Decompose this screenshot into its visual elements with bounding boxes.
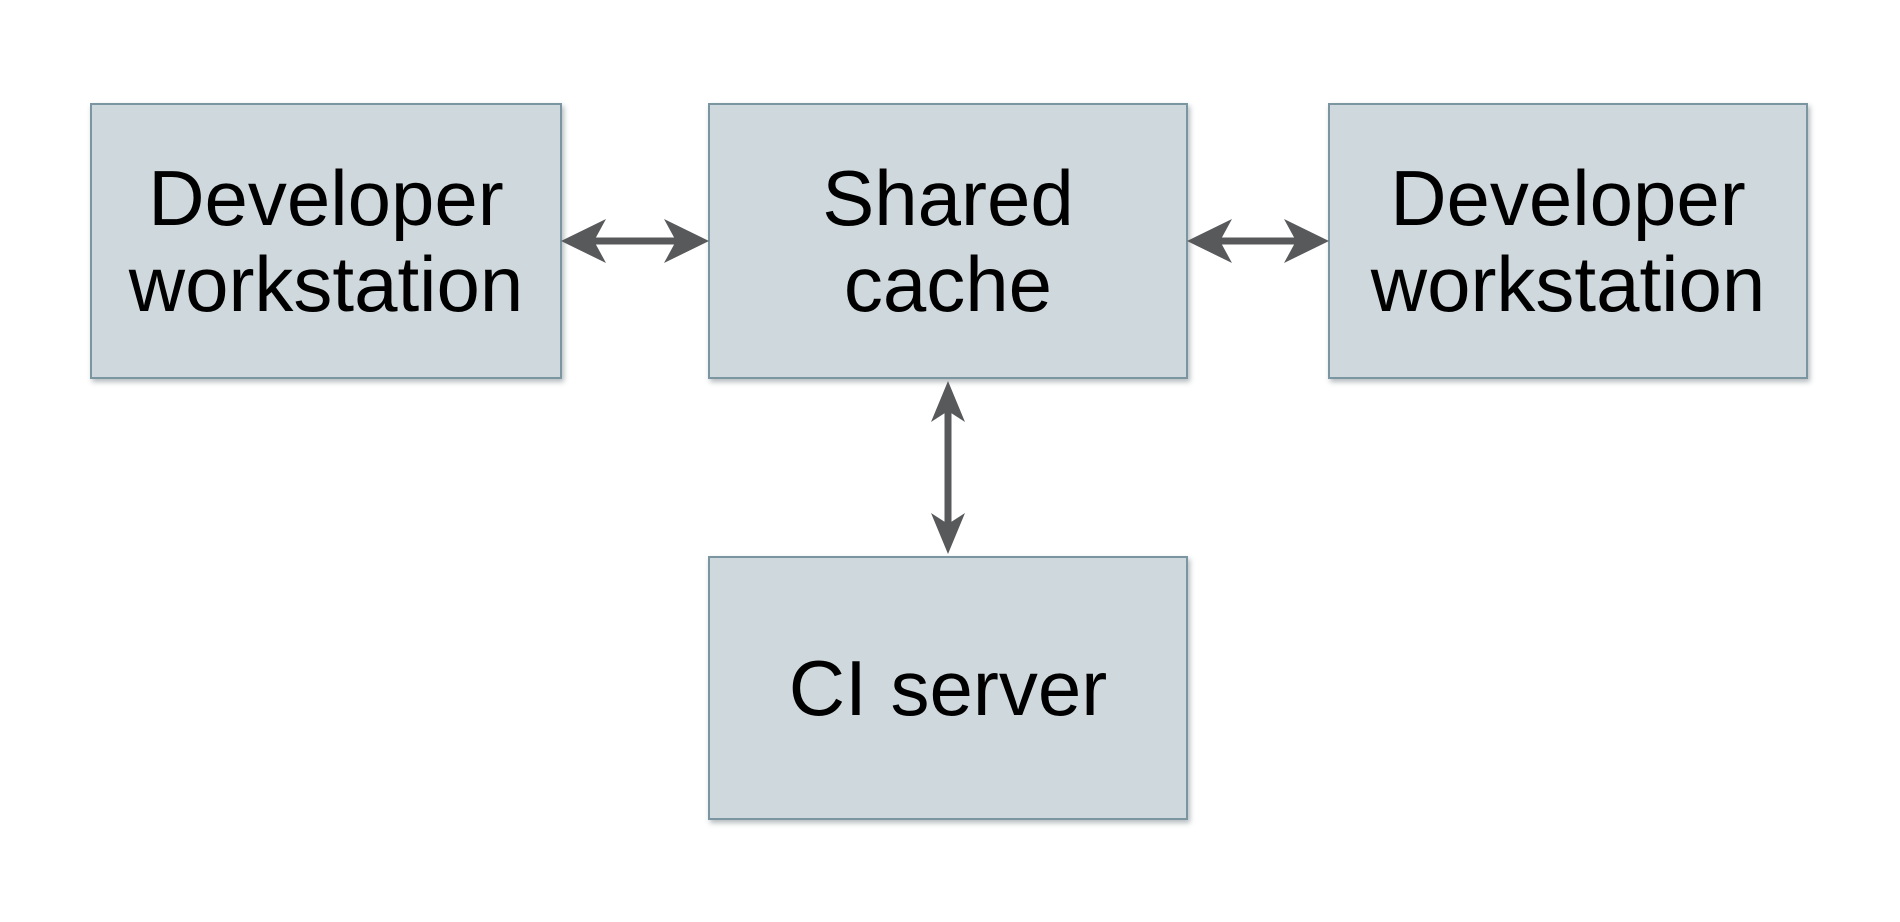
bidirectional-arrow-cache-ciserver-icon [931,381,965,554]
bidirectional-arrow-devleft-cache-icon [561,219,709,263]
bidirectional-arrow-cache-devright-icon [1187,219,1329,263]
node-developer-workstation-right-label: Developer workstation [1370,154,1766,328]
node-developer-workstation-left: Developer workstation [90,103,562,379]
node-developer-workstation-right: Developer workstation [1328,103,1808,379]
node-shared-cache-label: Shared cache [822,154,1074,328]
node-developer-workstation-left-label: Developer workstation [128,154,524,328]
node-ci-server: CI server [708,556,1188,820]
node-shared-cache: Shared cache [708,103,1188,379]
node-ci-server-label: CI server [788,644,1108,732]
